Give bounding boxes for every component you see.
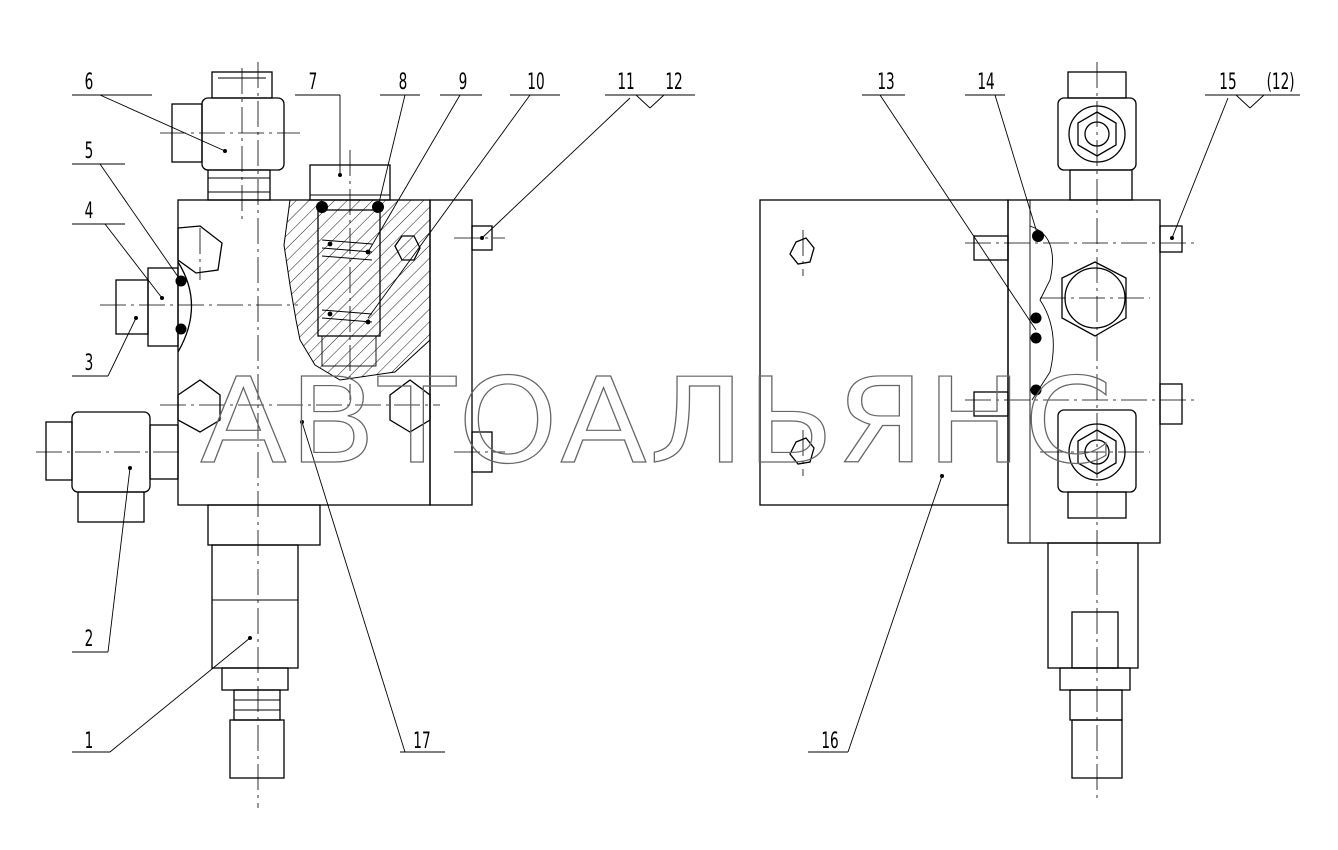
side-view [759, 62, 1196, 800]
callout-14: 14 [977, 70, 994, 95]
hex-plug-upper [177, 225, 223, 274]
spring [321, 239, 373, 325]
fitting-2-nut [45, 421, 73, 481]
o-ring-13-c [1030, 384, 1042, 396]
side-hole-lower [789, 437, 815, 465]
callout-15-ref-12: (12) [1267, 70, 1295, 95]
side-hex-center [1061, 261, 1127, 337]
cover-plate [429, 199, 473, 506]
callout-5: 5 [85, 139, 94, 164]
cartridge-1-stem [233, 689, 281, 721]
side-cartridge-body [1047, 542, 1139, 669]
fitting-2-down [77, 491, 145, 523]
fitting-4 [147, 267, 179, 347]
cartridge-1-flange [207, 504, 321, 546]
fitting-6-adapter [207, 169, 271, 201]
callout-15: 15 [1219, 70, 1236, 95]
callout-16: 16 [821, 729, 838, 754]
hex-plug-mid [389, 379, 431, 433]
callout-11: 11 [617, 70, 634, 95]
o-ring-13-a [1030, 312, 1042, 324]
callout-2: 2 [85, 627, 94, 652]
callout-13: 13 [877, 70, 894, 95]
cartridge-1-body [211, 544, 299, 669]
fitting-3 [115, 279, 149, 335]
hex-plug-10 [394, 235, 421, 261]
side-top-adapter [1069, 169, 1133, 201]
callout-12: 12 [665, 70, 682, 95]
callout-labels: 1 2 3 4 5 6 7 8 9 10 11 12 13 14 15 (12)… [85, 70, 1295, 754]
callout-8: 8 [399, 70, 408, 95]
side-hole-upper [789, 237, 815, 265]
o-ring-8-left [316, 201, 328, 213]
callout-17: 17 [413, 729, 430, 754]
watermark: АВТОАЛЬЯНС [200, 352, 1115, 490]
front-view [36, 62, 505, 808]
callout-6: 6 [85, 70, 94, 95]
o-ring-5-lower [175, 323, 187, 335]
side-cartridge-nut [1059, 667, 1131, 691]
side-cartridge-stem [1069, 689, 1123, 721]
bolt-15-upper [1159, 225, 1183, 253]
bolt-15-lower [1159, 383, 1183, 425]
cartridge-1-nut [221, 667, 289, 691]
callout-1: 1 [85, 729, 94, 754]
callout-9: 9 [459, 70, 468, 95]
cartridge-1-cap [229, 719, 285, 779]
callout-3: 3 [85, 351, 94, 376]
callout-7: 7 [309, 70, 318, 95]
callout-4: 4 [85, 199, 94, 224]
o-ring-13-b [1030, 332, 1042, 344]
side-cartridge-window [1071, 611, 1119, 669]
callout-10: 10 [527, 70, 544, 95]
leader-lines [72, 94, 1300, 753]
hex-plug-lower [177, 379, 221, 433]
fitting-6-body [201, 97, 285, 171]
section-cutaway [283, 199, 431, 381]
